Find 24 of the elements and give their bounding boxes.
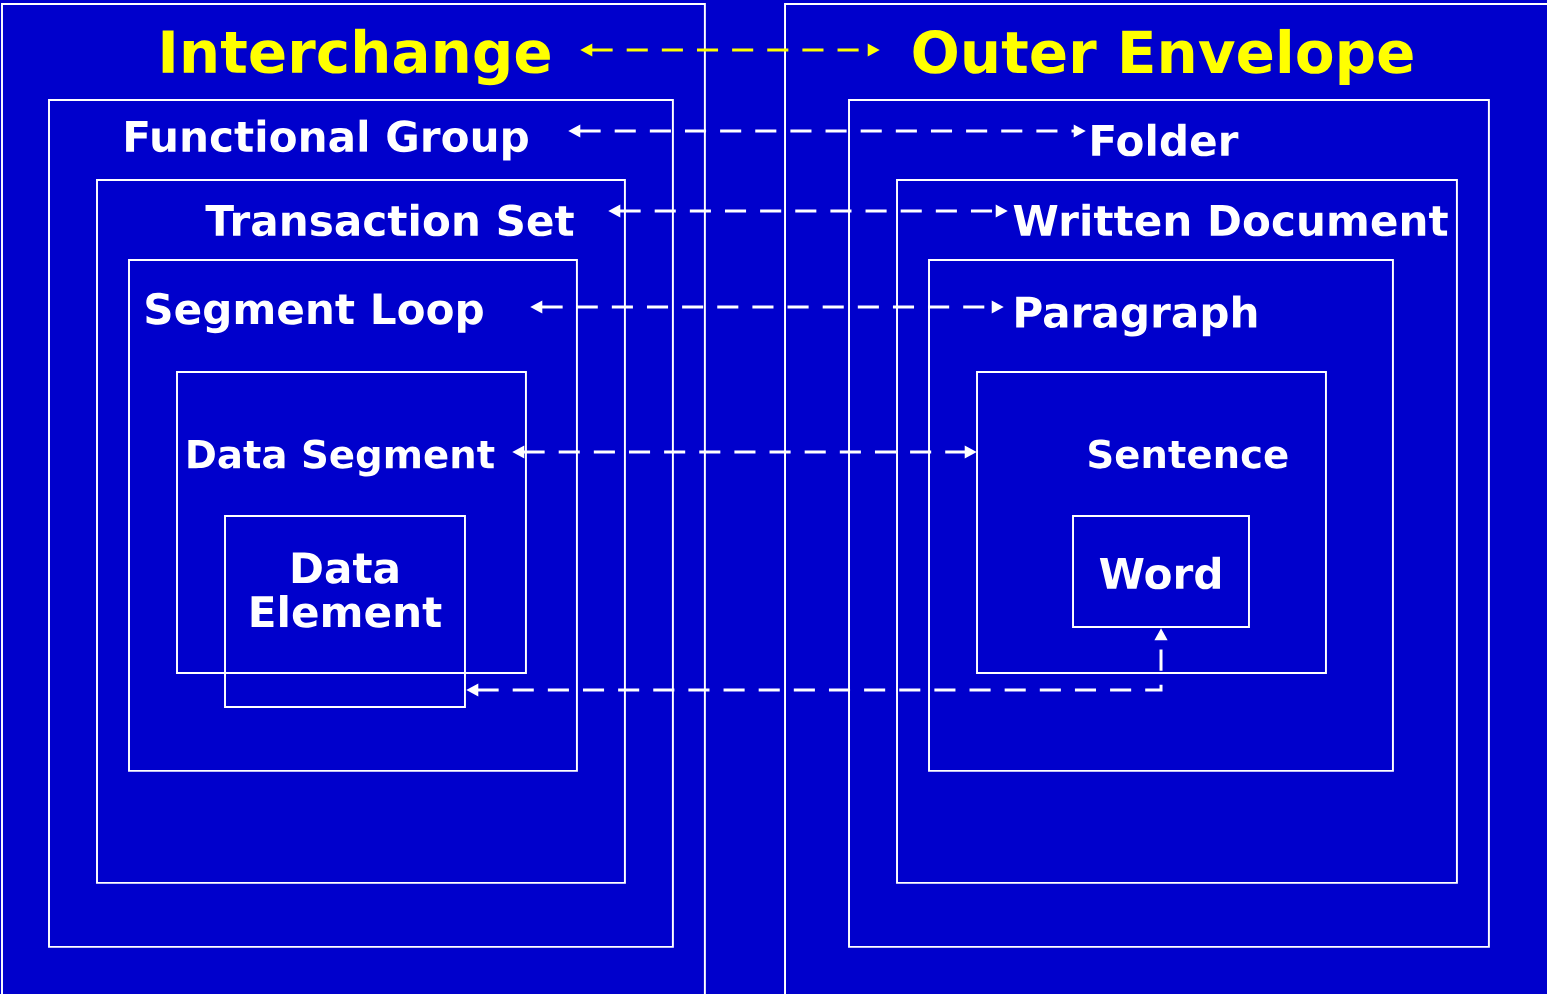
nested-box	[176, 371, 527, 674]
heading: Outer Envelope	[913, 28, 1413, 86]
box-label: Transaction Set	[205, 203, 574, 237]
nested-box	[224, 515, 466, 708]
box-label: Folder	[1092, 123, 1239, 157]
nested-box	[928, 259, 1394, 772]
box-label: Paragraph	[1016, 295, 1257, 337]
box-label: Written Document	[1013, 203, 1448, 237]
nested-box	[128, 259, 578, 772]
heading: Interchange	[162, 28, 550, 86]
box-label: Data Segment	[188, 439, 495, 477]
nested-box	[896, 179, 1458, 884]
nested-box	[784, 3, 1547, 994]
nested-box	[96, 179, 626, 884]
box-label: Data Element	[251, 552, 442, 628]
nested-box	[848, 99, 1490, 948]
nested-box	[976, 371, 1327, 674]
box-label: Word	[1099, 556, 1220, 590]
box-label: Segment Loop	[146, 292, 483, 334]
nested-box	[48, 99, 674, 948]
nested-box	[1, 3, 706, 994]
box-label: Functional Group	[126, 119, 528, 161]
box-label: Sentence	[1089, 439, 1288, 469]
nested-box	[1072, 515, 1250, 628]
